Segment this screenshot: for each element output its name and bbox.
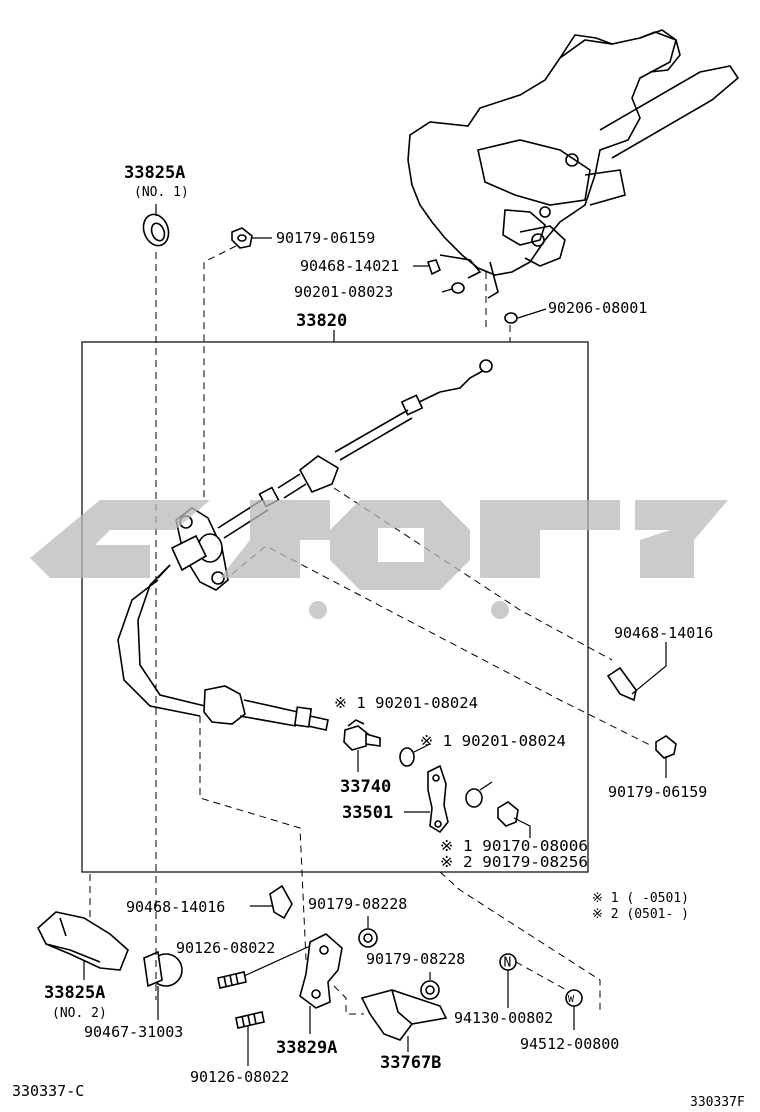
clamp-90467-31003 <box>143 950 183 988</box>
stud-90126-08022-a <box>217 971 247 989</box>
label-94130-00802: 94130-00802 <box>454 1009 553 1027</box>
figure-id-right: 330337F <box>690 1095 745 1110</box>
label-33740: 33740 <box>340 777 391 797</box>
clip-90468-14016-low <box>269 884 293 920</box>
pin-33740 <box>343 719 381 751</box>
nut-90179-08228-a <box>358 928 378 948</box>
label-33825A-no1-sub: (NO. 1) <box>134 185 189 200</box>
part-labels: 33825A (NO. 1) 90179-06159 90468-14021 9… <box>12 163 745 1110</box>
label-90126-08022-b: 90126-08022 <box>190 1068 289 1086</box>
label-90179-08228-a: 90179-08228 <box>308 895 407 913</box>
label-33820: 33820 <box>296 311 347 331</box>
label-90201-08024-b: ※ 1 90201-08024 <box>420 732 566 750</box>
label-90179-06159-right: 90179-06159 <box>608 783 707 801</box>
clip-90468-14021 <box>426 259 442 276</box>
label-90179-08256: ※ 2 90179-08256 <box>440 853 588 871</box>
assembly-lines <box>89 245 653 1015</box>
label-90179-06159-top: 90179-06159 <box>276 229 375 247</box>
bracket-33767B <box>360 989 448 1041</box>
label-94512-00800: 94512-00800 <box>520 1035 619 1053</box>
label-90201-08023: 90201-08023 <box>294 283 393 301</box>
label-90206-08001: 90206-08001 <box>548 299 647 317</box>
steering-column <box>407 29 740 299</box>
svg-text:W: W <box>568 994 575 1005</box>
label-33825A-no1: 33825A <box>124 163 185 183</box>
washer-90201-08024-a <box>399 747 415 767</box>
label-90467-31003: 90467-31003 <box>84 1023 183 1041</box>
label-33829A: 33829A <box>276 1038 337 1058</box>
label-90468-14016-low: 90468-14016 <box>126 898 225 916</box>
nut-94130-00802: N <box>499 953 517 971</box>
stud-90126-08022-b <box>235 1011 265 1029</box>
label-33767B: 33767B <box>380 1053 441 1073</box>
boot-33825A-no2 <box>37 911 129 971</box>
grommet-33825A-no1 <box>142 213 170 247</box>
label-90201-08024-a: ※ 1 90201-08024 <box>334 694 478 712</box>
label-33825A-no2: 33825A <box>44 983 105 1003</box>
lever-33501 <box>427 764 449 834</box>
label-90126-08022-a: 90126-08022 <box>176 939 275 957</box>
clip-90468-14016-right <box>606 666 637 702</box>
nut-90179-06159-top <box>231 227 253 249</box>
washer-94512-00800: W <box>565 989 583 1007</box>
watermark-logo <box>30 500 728 619</box>
leader-lines <box>83 204 667 1066</box>
label-90468-14016-right: 90468-14016 <box>614 624 713 642</box>
washer-90201-08023 <box>451 282 465 294</box>
note-range-1: ※ 1 ( -0501) <box>592 891 689 906</box>
figure-id-left: 330337-C <box>12 1082 84 1100</box>
nut-90179-06159-right <box>655 735 677 759</box>
washer-90201-08024-b <box>465 788 483 808</box>
label-33825A-no2-sub: (NO. 2) <box>52 1006 107 1021</box>
label-33501: 33501 <box>342 803 393 823</box>
bracket-33829A <box>299 933 343 1009</box>
nut-90170-08006 <box>497 801 519 827</box>
control-cable <box>117 359 493 731</box>
label-90179-08228-b: 90179-08228 <box>366 950 465 968</box>
svg-text:N: N <box>504 956 512 971</box>
nut-90179-08228-b <box>420 980 440 1000</box>
label-90170-08006: ※ 1 90170-08006 <box>440 837 588 855</box>
note-range-2: ※ 2 (0501- ) <box>592 907 689 922</box>
assembly-box-33820 <box>81 341 589 873</box>
label-90468-14021: 90468-14021 <box>300 257 399 275</box>
washer-90206-08001 <box>504 312 518 324</box>
